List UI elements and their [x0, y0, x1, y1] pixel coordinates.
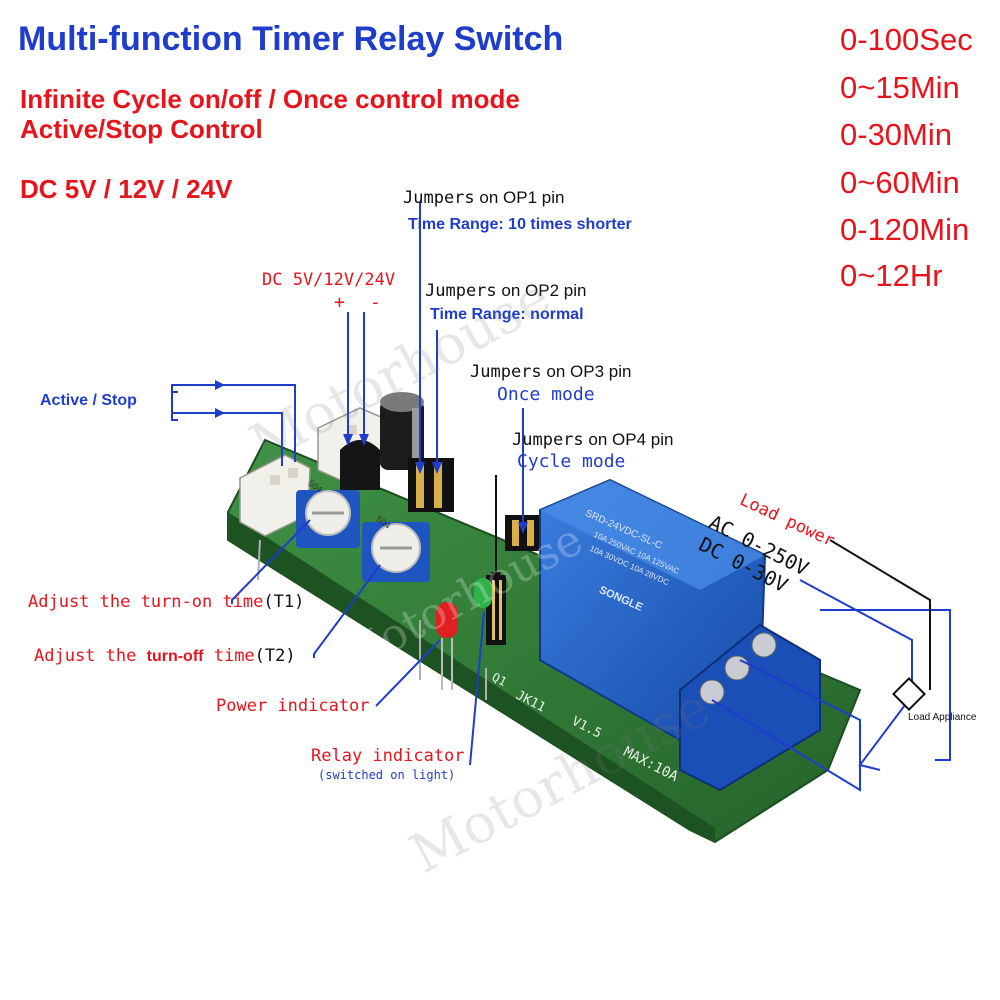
op3-prefix: Jumpers	[470, 362, 542, 382]
t2-time: time	[213, 646, 255, 666]
dc-plus-label: +	[334, 292, 345, 313]
t1-label: Adjust the turn-on time(T1)	[28, 592, 304, 612]
led-power	[436, 602, 458, 690]
t2-label: Adjust the turn-off time(T2)	[34, 646, 296, 666]
op3-label: Jumpers on OP3 pin	[470, 362, 631, 382]
time-range-5: 0-120Min	[840, 212, 970, 247]
t2-mid: turn-off	[146, 648, 204, 665]
led-relay	[474, 578, 492, 608]
terminal-block	[679, 623, 821, 792]
potentiometer-t1	[296, 490, 360, 548]
jumper-op3-op4	[486, 515, 541, 645]
op4-suffix: on OP4 pin	[588, 430, 674, 449]
feature-modes: Infinite Cycle on/off / Once control mod…	[20, 84, 520, 114]
op4-prefix: Jumpers	[512, 430, 584, 450]
op1-suffix: on OP1 pin	[479, 188, 565, 207]
transistor	[340, 440, 380, 490]
op4-description: Cycle mode	[517, 451, 626, 472]
op4-label: Jumpers on OP4 pin	[512, 430, 673, 450]
dc-minus-label: -	[370, 292, 381, 313]
page-title: Multi-function Timer Relay Switch	[18, 20, 564, 58]
pcb-edge	[228, 512, 715, 842]
feature-control: Active/Stop Control	[20, 114, 263, 144]
t2-suffix: (T2)	[254, 646, 296, 666]
active-stop-label: Active / Stop	[40, 392, 137, 409]
power-indicator-label: Power indicator	[216, 696, 370, 716]
op1-description: Time Range: 10 times shorter	[408, 216, 632, 233]
t1-prefix: Adjust the turn-on time	[28, 592, 264, 612]
capacitor	[380, 392, 424, 470]
op1-label: Jumpers on OP1 pin	[403, 188, 564, 208]
time-range-3: 0-30Min	[840, 117, 952, 152]
time-range-6: 0~12Hr	[840, 258, 943, 293]
dc-input-label: DC 5V/12V/24V	[262, 270, 396, 290]
t1-suffix: (T1)	[263, 592, 305, 612]
time-range-4: 0~60Min	[840, 165, 960, 200]
op2-prefix: Jumpers	[425, 281, 497, 301]
potentiometer-t2	[362, 522, 430, 582]
relay-indicator-note: (switched on light)	[318, 768, 456, 782]
time-range-1: 0-100Sec	[840, 22, 973, 57]
op1-prefix: Jumpers	[403, 188, 475, 208]
op3-description: Once mode	[497, 384, 595, 405]
load-appliance-label: Load Appliance	[908, 712, 977, 723]
op2-suffix: on OP2 pin	[501, 281, 587, 300]
load-appliance-icon	[892, 677, 926, 711]
op2-description: Time Range: normal	[430, 306, 584, 323]
time-range-2: 0~15Min	[840, 70, 960, 105]
op3-suffix: on OP3 pin	[546, 362, 632, 381]
op2-label: Jumpers on OP2 pin	[425, 281, 586, 301]
t2-prefix: Adjust the	[34, 646, 137, 666]
feature-voltage: DC 5V / 12V / 24V	[20, 174, 233, 204]
relay-indicator-label: Relay indicator	[311, 746, 465, 766]
jumper-op1-op2	[408, 458, 454, 512]
